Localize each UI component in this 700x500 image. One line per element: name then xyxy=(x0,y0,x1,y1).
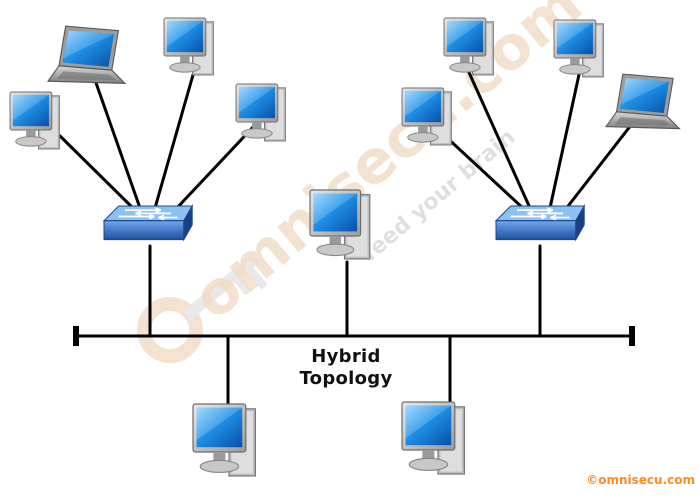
key-icon xyxy=(137,253,268,363)
desktop-computer-icon xyxy=(9,91,60,150)
diagram-title-line2: Topology xyxy=(299,368,393,389)
diagram-title: Hybrid Topology xyxy=(270,346,422,390)
bus-backbone xyxy=(73,326,635,346)
desktop-computer-icon xyxy=(163,17,214,76)
watermark-brand: omnisecu.com xyxy=(180,0,596,333)
desktop-computer-icon xyxy=(401,401,465,475)
network-cables xyxy=(58,66,637,410)
desktop-computer-icon xyxy=(443,17,494,76)
bus-terminator-right xyxy=(629,326,635,346)
diagram-title-line1: Hybrid xyxy=(311,346,381,367)
desktop-computer-icon xyxy=(192,403,257,477)
desktop-computer-icon xyxy=(401,87,452,146)
network-switch-icon xyxy=(495,205,586,241)
copyright-credit: ©omnisecu.com xyxy=(586,473,695,487)
desktop-computer-icon xyxy=(235,83,286,142)
network-switch-icon xyxy=(103,205,194,241)
bus-terminator-left xyxy=(73,326,79,346)
laptop-icon xyxy=(605,73,681,130)
laptop-icon xyxy=(47,25,126,84)
desktop-computer-icon xyxy=(553,19,604,78)
desktop-computer-icon xyxy=(309,189,371,260)
